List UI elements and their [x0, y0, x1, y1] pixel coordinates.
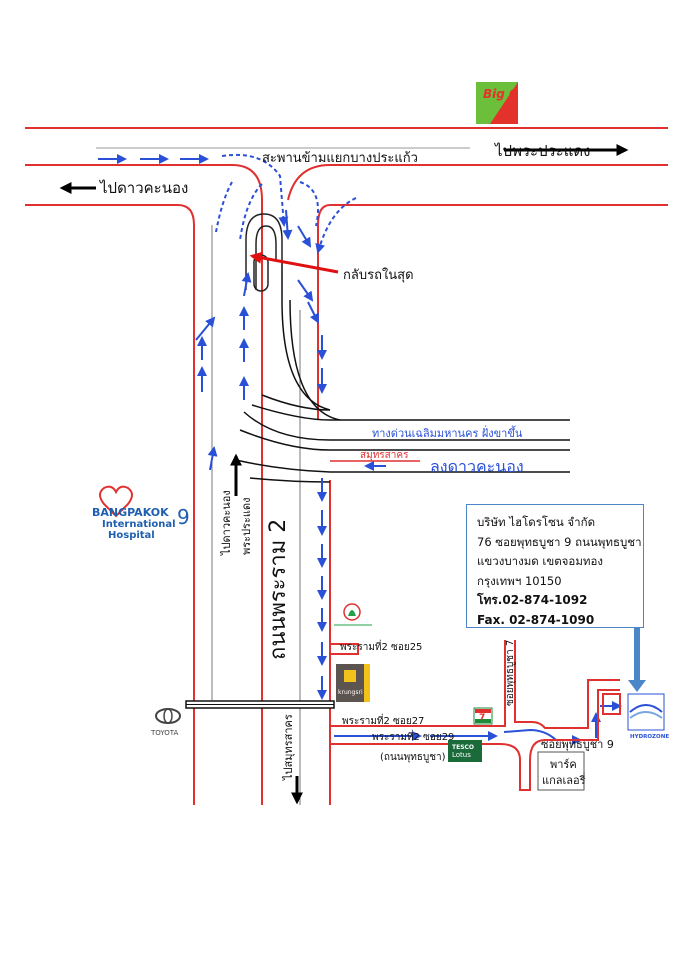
rama2-road: [177, 164, 331, 805]
label-phutthabucha-soi7: ซอยพุทธบูชา 7: [505, 640, 516, 706]
bangpakok-line1: BANGPAKOK: [92, 506, 169, 519]
seven-eleven-logo: 7: [473, 707, 493, 725]
blue-route: [98, 153, 622, 745]
tesco-line1: TESCO: [452, 744, 474, 751]
label-phutthabucha-soi9: ซอยพุทธบูชา 9: [541, 738, 614, 751]
seven-text: 7: [479, 713, 485, 723]
toyota-logo: TOYOTA: [150, 708, 181, 737]
side-roads: [330, 640, 621, 791]
expressway: [235, 260, 570, 483]
label-bridge: สะพานข้ามแยกบางประแก้ว: [262, 151, 418, 166]
park-gallery: พาร์ค แกลเลอรี่: [537, 751, 586, 791]
bigc-text: Big C: [483, 87, 518, 101]
kasikorn-logo: [334, 603, 372, 626]
label-samut-sakhon-red: สมุทรสาคร: [360, 450, 409, 461]
bigc-logo: Big C: [476, 82, 518, 124]
toyota-text: TOYOTA: [150, 729, 179, 737]
company-address1: 76 ซอยพุทธบูชา 9 ถนนพุทธบูชา: [477, 534, 642, 549]
company-tel: โทร.02-874-1092: [477, 593, 588, 607]
label-to-pracha-daeng: ไปพระประแดง: [494, 142, 590, 160]
label-side-dao-khanong: ไปดาวคะนอง: [220, 490, 233, 556]
bangpakok-logo: BANGPAKOK 9 International Hospital: [92, 485, 190, 541]
main-highway: [25, 127, 668, 206]
company-address3: กรุงเทพฯ 10150: [477, 573, 562, 588]
label-to-samut-sakhon: ไปสมุทรสาคร: [282, 714, 295, 781]
u-turn-arrow: [249, 251, 339, 274]
u-turn-loop: [245, 213, 283, 292]
company-fax: Fax. 02-874-1090: [477, 612, 595, 627]
label-rama2-soi29: พระรามที่2 ซอย29: [372, 729, 454, 743]
box-connector: [628, 628, 646, 692]
overpass: [185, 700, 335, 709]
bangpakok-num: 9: [177, 505, 190, 529]
company-address2: แขวงบางมด เขตจอมทอง: [477, 554, 604, 568]
label-side-pracha-daeng: พระประแดง: [240, 498, 253, 555]
bangpakok-line2: International: [102, 519, 176, 530]
label-u-turn: กลับรถในสุด: [343, 267, 414, 283]
tesco-line2: Lotus: [452, 751, 471, 759]
tesco-lotus-logo: TESCO Lotus: [448, 740, 482, 762]
label-rama2-soi27: พระรามที่2 ซอย27: [342, 713, 424, 727]
company-info-box: บริษัท ไฮโดรโซน จำกัด 76 ซอยพุทธบูชา 9 ถ…: [466, 504, 644, 628]
label-rama2-soi25: พระรามที่2 ซอย25: [340, 639, 422, 653]
krungsri-logo: krungsri: [336, 664, 370, 702]
park-line1: พาร์ค: [550, 758, 577, 771]
park-line2: แกลเลอรี่: [542, 772, 586, 787]
company-name: บริษัท ไฮโดรโซน จำกัด: [477, 515, 596, 529]
hydrozone-text: HYDROZONE: [630, 734, 669, 740]
label-to-dao-khanong: ไปดาวคะนอง: [99, 179, 188, 197]
label-down-dao-khanong: ลงดาวคะนอง: [430, 457, 524, 476]
hydrozone-logo: HYDROZONE: [627, 693, 669, 740]
label-phutthabucha-road: (ถนนพุทธบูชา): [380, 752, 446, 763]
bangpakok-line3: Hospital: [108, 530, 155, 541]
label-expressway: ทางด่วนเฉลิมมหานคร ฝั่งขาขึ้น: [372, 425, 523, 440]
label-rama2-road: ถนนพระราม 2: [266, 519, 291, 660]
black-arrows: [59, 144, 629, 805]
krungsri-text: krungsri: [338, 689, 363, 696]
